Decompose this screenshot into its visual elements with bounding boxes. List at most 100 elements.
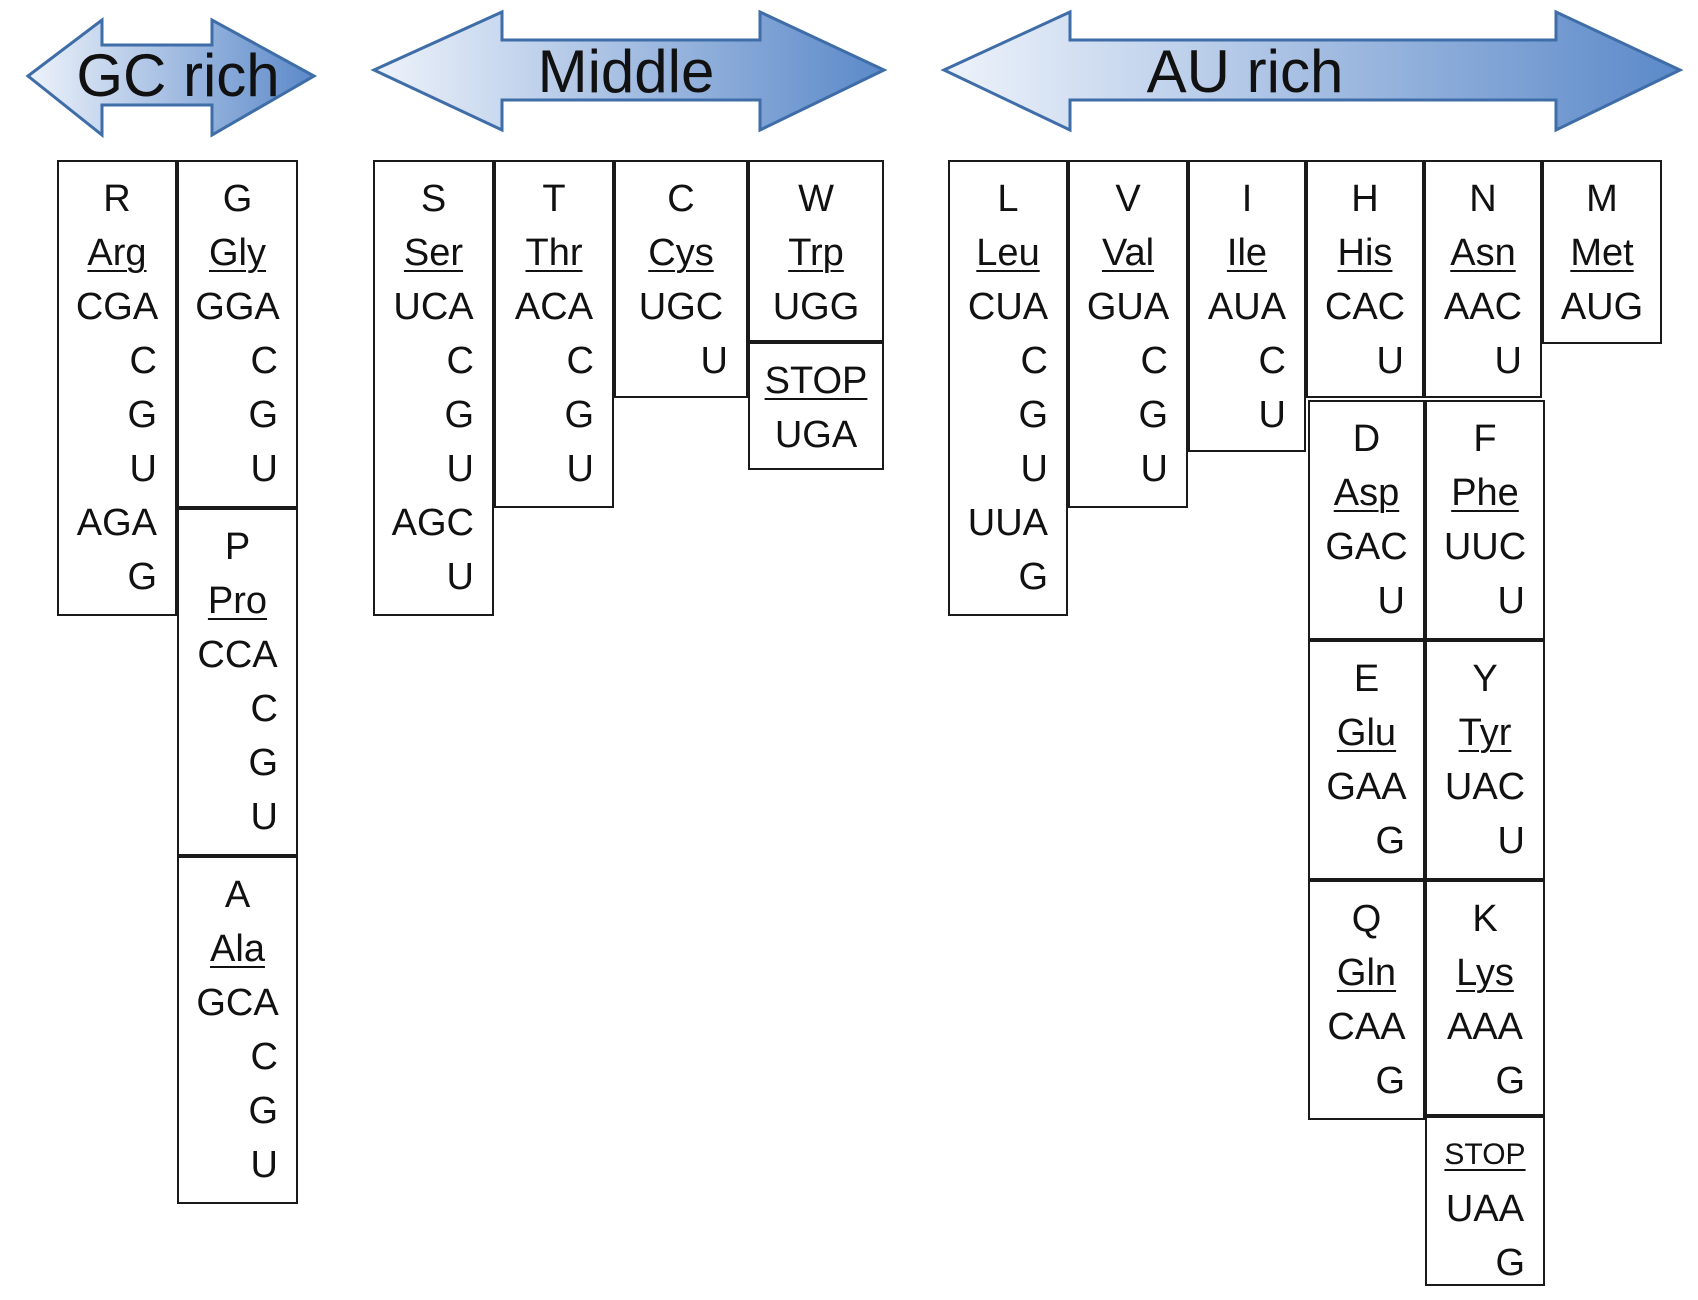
amino-acid-letter: I xyxy=(1241,178,1253,220)
codon-primary: GGA xyxy=(195,286,280,328)
codon-variant: G xyxy=(1138,394,1168,436)
amino-acid-letter: M xyxy=(1586,178,1618,220)
codon-variant: U xyxy=(1497,580,1525,622)
codon-primary: AUG xyxy=(1560,286,1644,328)
amino-acid-name: Val xyxy=(1101,232,1155,274)
amino-acid-name: Ala xyxy=(210,928,265,970)
amino-acid-name: Trp xyxy=(788,232,844,274)
amino-acid-name: Lys xyxy=(1456,952,1514,994)
codon-variant: C xyxy=(446,340,474,382)
codon-variant: C xyxy=(250,688,278,730)
codon-variant: G xyxy=(1018,556,1048,598)
codon-variant: G xyxy=(1018,394,1048,436)
codon-variant: G xyxy=(127,556,157,598)
amino-acid-letter: D xyxy=(1352,418,1381,460)
codon-primary: CAA xyxy=(1327,1006,1406,1048)
amino-acid-letter: Y xyxy=(1472,658,1498,700)
codon-variant: U xyxy=(446,448,474,490)
codon-variant: U xyxy=(1497,820,1525,862)
codon-variant: G xyxy=(248,394,278,436)
amino-acid-letter: V xyxy=(1115,178,1141,220)
codon-primary: UGG xyxy=(772,286,860,328)
codon-variant: G xyxy=(444,394,474,436)
codon-primary: UAC xyxy=(1444,766,1526,808)
codon-variant: U xyxy=(250,448,278,490)
amino-acid-name: Met xyxy=(1570,232,1634,274)
amino-acid-name: Pro xyxy=(207,580,268,622)
codon-primary: GAC xyxy=(1325,526,1408,568)
codon-variant: U xyxy=(129,448,157,490)
codon-variant: AGA xyxy=(76,502,157,544)
codon-variant: U xyxy=(250,1144,278,1186)
amino-acid-name: Ser xyxy=(403,232,464,274)
codon-variant: G xyxy=(1495,1060,1525,1102)
amino-acid-letter: Q xyxy=(1351,898,1382,940)
amino-acid-name: STOP xyxy=(1444,1138,1526,1171)
amino-acid-name: Tyr xyxy=(1458,712,1512,754)
gc-rich-arrow-shape xyxy=(25,16,318,139)
codon-variant: C xyxy=(1140,340,1168,382)
codon-variant: G xyxy=(248,1090,278,1132)
codon-primary: GAA xyxy=(1326,766,1407,808)
amino-acid-name: Leu xyxy=(976,232,1040,274)
codon-variant: G xyxy=(1495,1242,1525,1284)
au-rich-arrow-shape xyxy=(940,9,1684,133)
codon-primary: GUA xyxy=(1086,286,1170,328)
amino-acid-letter: W xyxy=(798,178,834,220)
amino-acid-name: Asn xyxy=(1450,232,1516,274)
amino-acid-name: Phe xyxy=(1451,472,1519,514)
gc-rich-label: GC rich xyxy=(76,42,280,109)
codon-primary: UGC xyxy=(638,286,724,328)
middle-arrow-shape xyxy=(370,9,888,133)
codon-primary: UAA xyxy=(1445,1188,1525,1230)
codon-variant: C xyxy=(250,1036,278,1078)
codon-variant: U xyxy=(1020,448,1048,490)
codon-primary: CCA xyxy=(197,634,278,676)
middle-label: Middle xyxy=(537,38,715,105)
amino-acid-letter: H xyxy=(1351,178,1379,220)
codon-primary: UUC xyxy=(1443,526,1527,568)
codon-variant: AGC xyxy=(391,502,474,544)
codon-primary: CGA xyxy=(75,286,159,328)
codon-variant: U xyxy=(566,448,594,490)
codon-primary: ACA xyxy=(514,286,594,328)
codon-variant: C xyxy=(566,340,594,382)
codon-variant: U xyxy=(1377,580,1405,622)
amino-acid-letter: R xyxy=(103,178,131,220)
amino-acid-name: Gln xyxy=(1336,952,1397,994)
amino-acid-name: Gly xyxy=(209,232,266,274)
codon-primary: AUA xyxy=(1207,286,1287,328)
amino-acid-name: Asp xyxy=(1333,472,1400,514)
codon-variant: UUA xyxy=(967,502,1048,544)
amino-acid-name: Glu xyxy=(1336,712,1397,754)
codon-variant: C xyxy=(1020,340,1048,382)
amino-acid-letter: S xyxy=(420,178,447,220)
amino-acid-name: Cys xyxy=(648,232,714,274)
codon-variant: U xyxy=(446,556,474,598)
codon-primary: CAC xyxy=(1324,286,1406,328)
codon-variant: G xyxy=(1375,1060,1405,1102)
amino-acid-name: Arg xyxy=(87,232,147,274)
codon-primary: AAA xyxy=(1446,1006,1524,1048)
codon-primary: AAC xyxy=(1443,286,1523,328)
amino-acid-letter: T xyxy=(542,178,566,220)
